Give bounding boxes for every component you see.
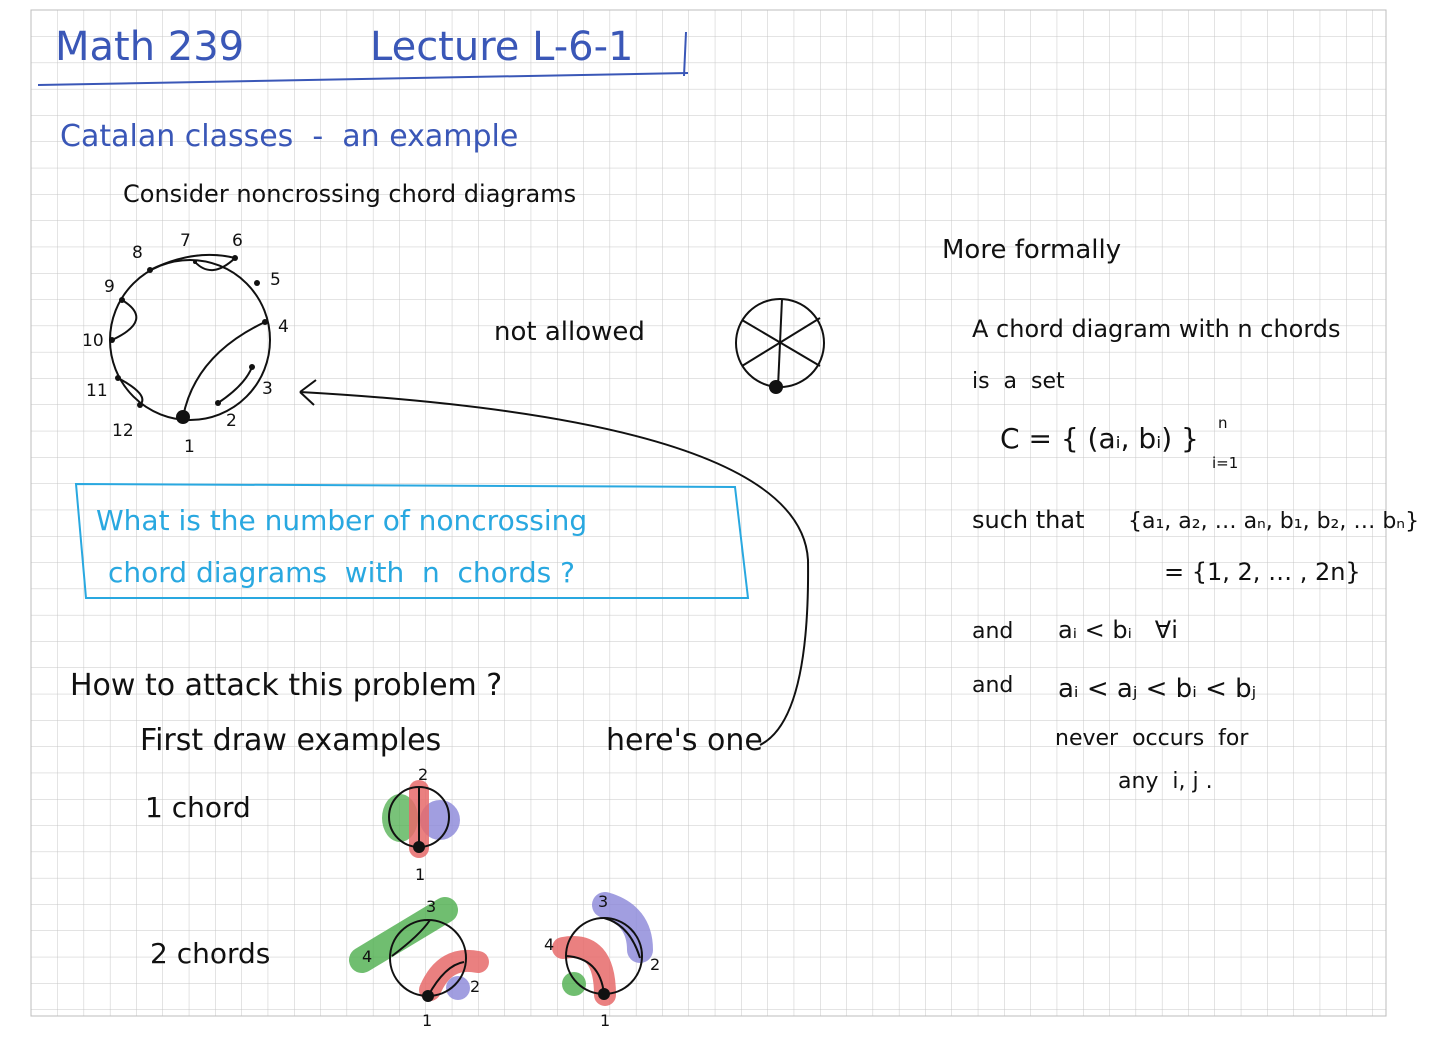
- svg-text:6: 6: [232, 231, 243, 251]
- question-line1: What is the number of noncrossing: [96, 504, 587, 537]
- svg-text:4: 4: [278, 317, 289, 337]
- formal-any: any i, j .: [1118, 769, 1213, 794]
- one-chord-label-bottom: 1: [415, 865, 425, 884]
- formal-such-that: such that: [972, 506, 1085, 534]
- two-a-label-4: 4: [362, 947, 372, 966]
- not-allowed-label: not allowed: [494, 317, 645, 347]
- formal-cond2-and: and: [972, 673, 1013, 698]
- formal-set-sup: n: [1218, 414, 1228, 432]
- svg-text:10: 10: [82, 331, 104, 351]
- svg-text:2: 2: [226, 411, 237, 431]
- formal-line1: A chord diagram with n chords: [972, 315, 1341, 343]
- formal-line2: is a set: [972, 369, 1065, 394]
- diagram-labels: 1 2 3 4 5 6 7 8 9 10 11 12: [82, 231, 289, 457]
- diagram-points: [109, 255, 268, 424]
- formal-never: never occurs for: [1055, 726, 1249, 751]
- svg-text:12: 12: [112, 421, 134, 441]
- title-lecture: Lecture L-6-1: [370, 24, 633, 70]
- title-bar: [683, 31, 687, 77]
- formal-cond2: aᵢ < aⱼ < bᵢ < bⱼ: [1058, 674, 1256, 704]
- attack-line2: First draw examples: [140, 723, 441, 758]
- one-chord-label-top: 2: [418, 765, 428, 784]
- attack-line1: How to attack this problem ?: [70, 668, 502, 703]
- title-underline: [37, 72, 689, 86]
- pointer-arrow: [299, 391, 810, 746]
- question-box: [74, 482, 750, 599]
- grid-background: [31, 10, 1386, 1016]
- one-chord-diagram: [382, 780, 460, 858]
- title-course: Math 239: [55, 24, 244, 70]
- two-a-label-2: 2: [470, 977, 480, 996]
- svg-text:11: 11: [86, 381, 108, 401]
- two-b-label-4: 4: [544, 935, 554, 954]
- two-a-label-3: 3: [426, 897, 436, 916]
- svg-text:1: 1: [184, 437, 195, 457]
- svg-text:5: 5: [270, 270, 281, 290]
- formal-cond1-and: and: [972, 619, 1013, 644]
- formal-equals: = {1, 2, … , 2n}: [1164, 558, 1361, 586]
- section-heading: Catalan classes - an example: [60, 119, 518, 154]
- svg-text:8: 8: [132, 243, 143, 263]
- heres-one: here's one: [606, 723, 763, 758]
- svg-text:9: 9: [104, 277, 115, 297]
- formal-set: C = { (aᵢ, bᵢ) }: [1000, 422, 1199, 455]
- two-chords-label: 2 chords: [150, 937, 270, 970]
- two-chords-diagram-a: [349, 897, 489, 1002]
- intro-text: Consider noncrossing chord diagrams: [123, 180, 576, 208]
- formal-set-sub: i=1: [1212, 454, 1238, 472]
- two-a-label-1: 1: [422, 1011, 432, 1030]
- svg-text:7: 7: [180, 231, 191, 251]
- two-b-label-1: 1: [600, 1011, 610, 1030]
- formal-union: {a₁, a₂, … aₙ, b₁, b₂, … bₙ}: [1128, 509, 1419, 534]
- two-chords-diagram-b: [552, 892, 653, 1006]
- question-line2: chord diagrams with n chords ?: [108, 556, 575, 589]
- svg-text:3: 3: [262, 379, 273, 399]
- one-chord-label: 1 chord: [145, 791, 251, 824]
- two-b-label-3: 3: [598, 892, 608, 911]
- formal-heading: More formally: [942, 235, 1121, 265]
- formal-cond1: aᵢ < bᵢ ∀i: [1058, 616, 1178, 644]
- two-b-label-2: 2: [650, 955, 660, 974]
